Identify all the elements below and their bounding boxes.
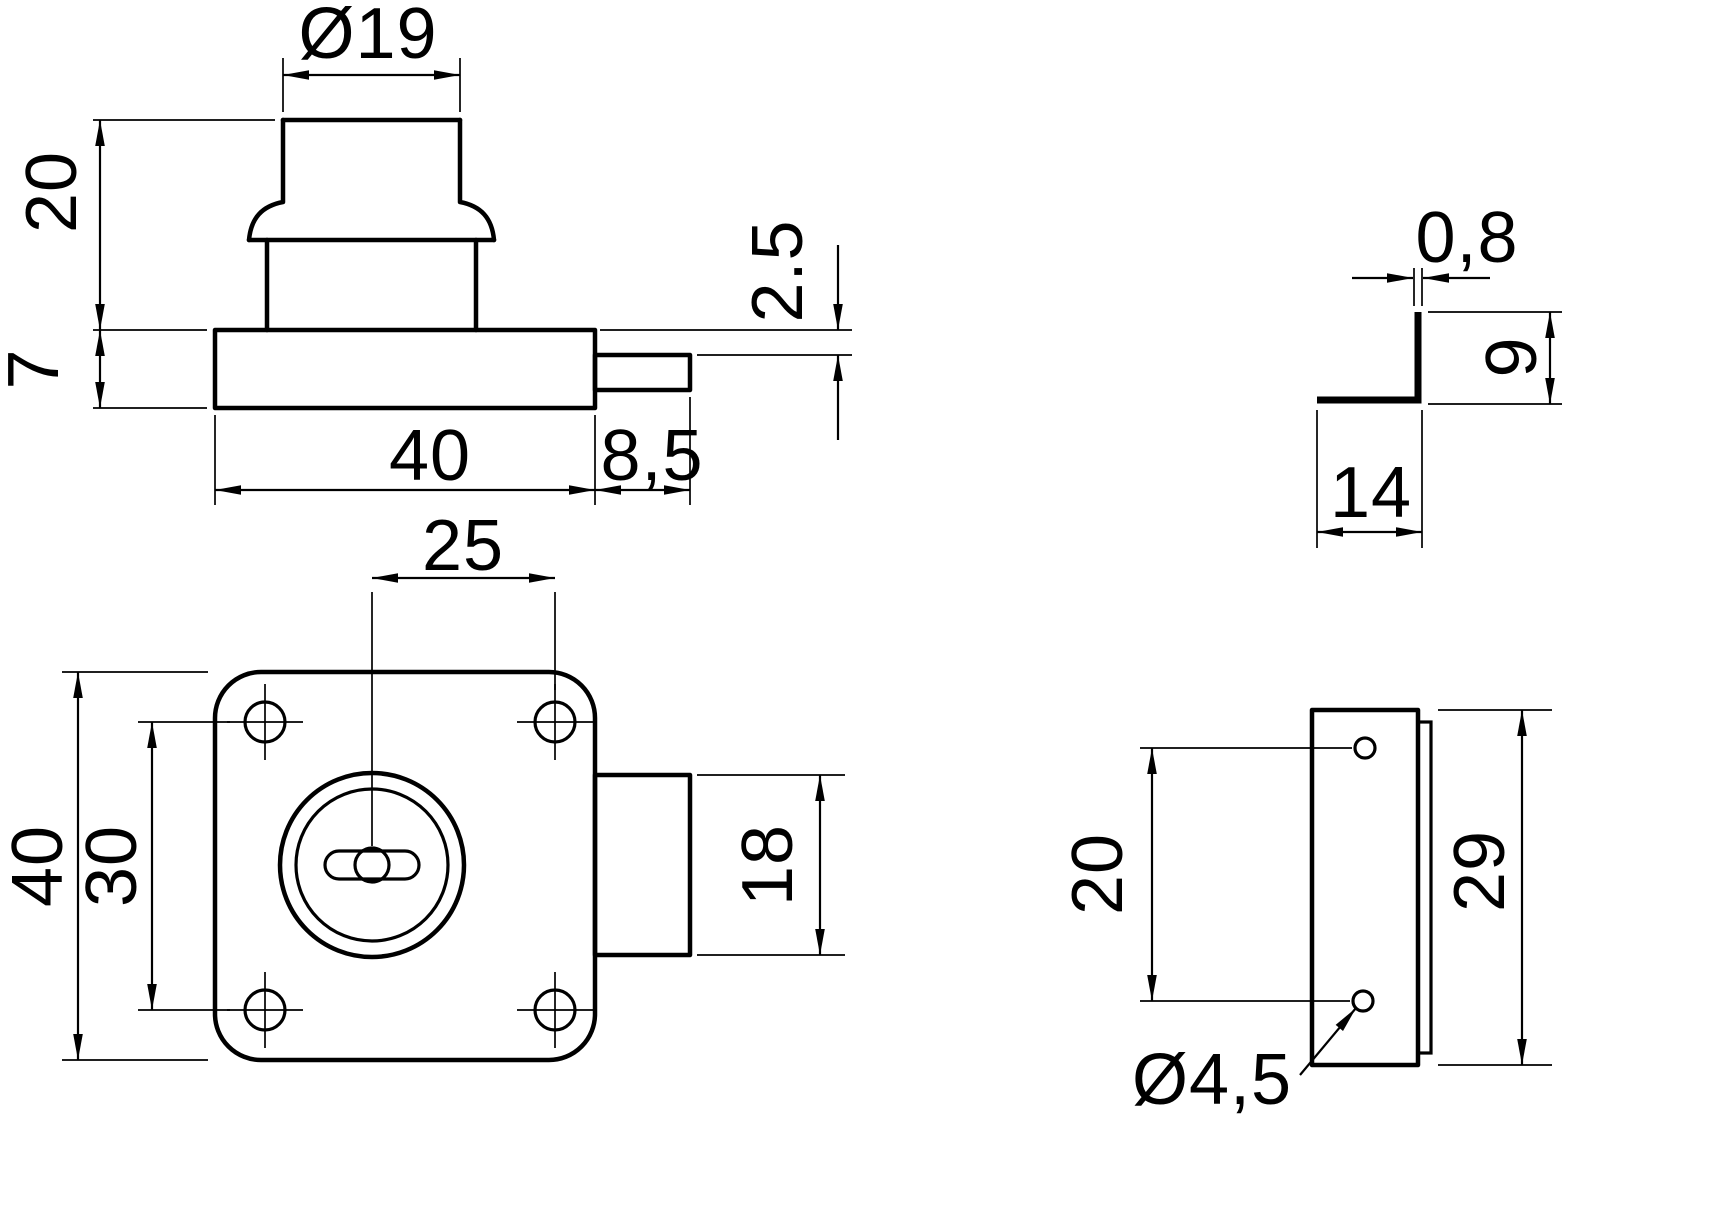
dim-base-height: 7 bbox=[0, 330, 207, 409]
dim-label-plate-hole-diameter: Ø4,5 bbox=[1132, 1040, 1292, 1120]
dim-label-latch-offset: 2.5 bbox=[738, 219, 818, 322]
lock-cylinder bbox=[246, 117, 497, 333]
dim-latch-length: 8,5 bbox=[595, 397, 703, 505]
screw-hole-bottom-right bbox=[517, 972, 593, 1048]
dim-label-base-height: 7 bbox=[0, 348, 74, 389]
dim-label-bracket-height: 9 bbox=[1472, 336, 1552, 377]
latch-bolt-front bbox=[592, 772, 693, 958]
lock-side-view: Ø19 20 7 2.5 40 8 bbox=[0, 0, 852, 505]
dim-label-bracket-thickness: 0,8 bbox=[1415, 198, 1518, 278]
dim-key-to-hole: 25 bbox=[371, 506, 556, 846]
strike-plate-view: 20 29 Ø4,5 bbox=[1058, 707, 1552, 1120]
dim-label-latch-height: 18 bbox=[728, 824, 808, 906]
dim-plate-hole-diameter: Ø4,5 bbox=[1132, 1007, 1357, 1120]
dim-cylinder-height: 20 bbox=[12, 119, 275, 331]
dim-bracket-thickness: 0,8 bbox=[1352, 198, 1518, 306]
plate-bent-edge bbox=[1416, 720, 1433, 1055]
screw-hole-top-left bbox=[227, 684, 303, 760]
dim-hole-spacing: 30 bbox=[72, 721, 230, 1011]
plate-hole-top bbox=[1353, 736, 1377, 760]
dim-label-plate-length: 29 bbox=[1440, 830, 1520, 912]
plate-hole-bottom bbox=[1351, 989, 1375, 1013]
dim-label-base-width: 40 bbox=[389, 416, 471, 496]
dim-body-size: 40 bbox=[0, 671, 208, 1061]
latch-bolt-side bbox=[592, 352, 693, 393]
dim-base-width: 40 bbox=[214, 415, 596, 505]
dim-label-body-size: 40 bbox=[0, 825, 78, 907]
dim-label-bracket-width: 14 bbox=[1330, 453, 1412, 533]
dim-plate-length: 29 bbox=[1438, 709, 1552, 1066]
dim-label-cylinder-diameter: Ø19 bbox=[298, 0, 437, 74]
leader-line bbox=[1299, 1007, 1357, 1076]
key-slot bbox=[323, 849, 421, 881]
dim-latch-offset: 2.5 bbox=[600, 219, 852, 440]
screw-hole-top-right bbox=[517, 684, 593, 760]
dim-label-plate-hole-spacing: 20 bbox=[1058, 833, 1138, 915]
dim-label-hole-spacing: 30 bbox=[72, 825, 152, 907]
key-slot-center bbox=[353, 846, 391, 884]
dim-label-cylinder-height: 20 bbox=[12, 151, 92, 233]
screw-hole-bottom-left bbox=[227, 972, 303, 1048]
dim-label-latch-length: 8,5 bbox=[600, 416, 703, 496]
bracket-profile bbox=[1317, 312, 1422, 404]
dim-cylinder-diameter: Ø19 bbox=[282, 0, 461, 112]
lock-base-plate bbox=[212, 327, 598, 411]
dim-bracket-height: 9 bbox=[1428, 311, 1562, 405]
angle-bracket-view: 0,8 9 14 bbox=[1316, 198, 1562, 548]
dim-bracket-width: 14 bbox=[1316, 410, 1423, 548]
lock-front-view: 25 40 30 18 bbox=[0, 506, 845, 1063]
dim-plate-hole-spacing: 20 bbox=[1058, 747, 1352, 1002]
dim-latch-height: 18 bbox=[697, 774, 845, 956]
dim-label-key-to-hole: 25 bbox=[422, 506, 504, 586]
